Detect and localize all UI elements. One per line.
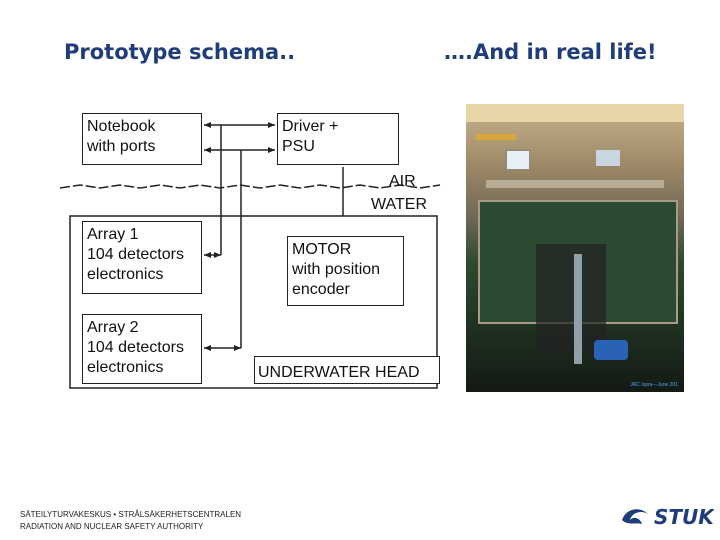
driver-psu-box: Driver + PSU — [277, 113, 399, 165]
notebook-box: Notebook with ports — [82, 113, 202, 165]
array2-box: Array 2 104 detectors electronics — [82, 314, 202, 384]
motor-box: MOTOR with position encoder — [287, 236, 404, 306]
air-label: AIR — [389, 173, 416, 190]
photo-title: ….And in real life! — [444, 40, 657, 64]
diagram-title: Prototype schema.. — [64, 40, 296, 64]
lab-photo: JRC Ispra—June 201 — [466, 104, 684, 392]
logo-text: STUK — [654, 505, 714, 529]
array1-box: Array 1 104 detectors electronics — [82, 221, 202, 294]
footer-line-2: RADIATION AND NUCLEAR SAFETY AUTHORITY — [20, 522, 204, 531]
water-label: WATER — [371, 196, 427, 213]
photo-caption: JRC Ispra—June 201 — [630, 382, 678, 388]
footer-line-1: SÄTEILYTURVAKESKUS • STRÅLSÄKERHETSCENTR… — [20, 510, 242, 519]
stuk-logo: STUK — [622, 505, 714, 529]
underwater-head-box: UNDERWATER HEAD — [254, 356, 440, 384]
footer-authority: SÄTEILYTURVAKESKUS • STRÅLSÄKERHETSCENTR… — [20, 509, 241, 533]
